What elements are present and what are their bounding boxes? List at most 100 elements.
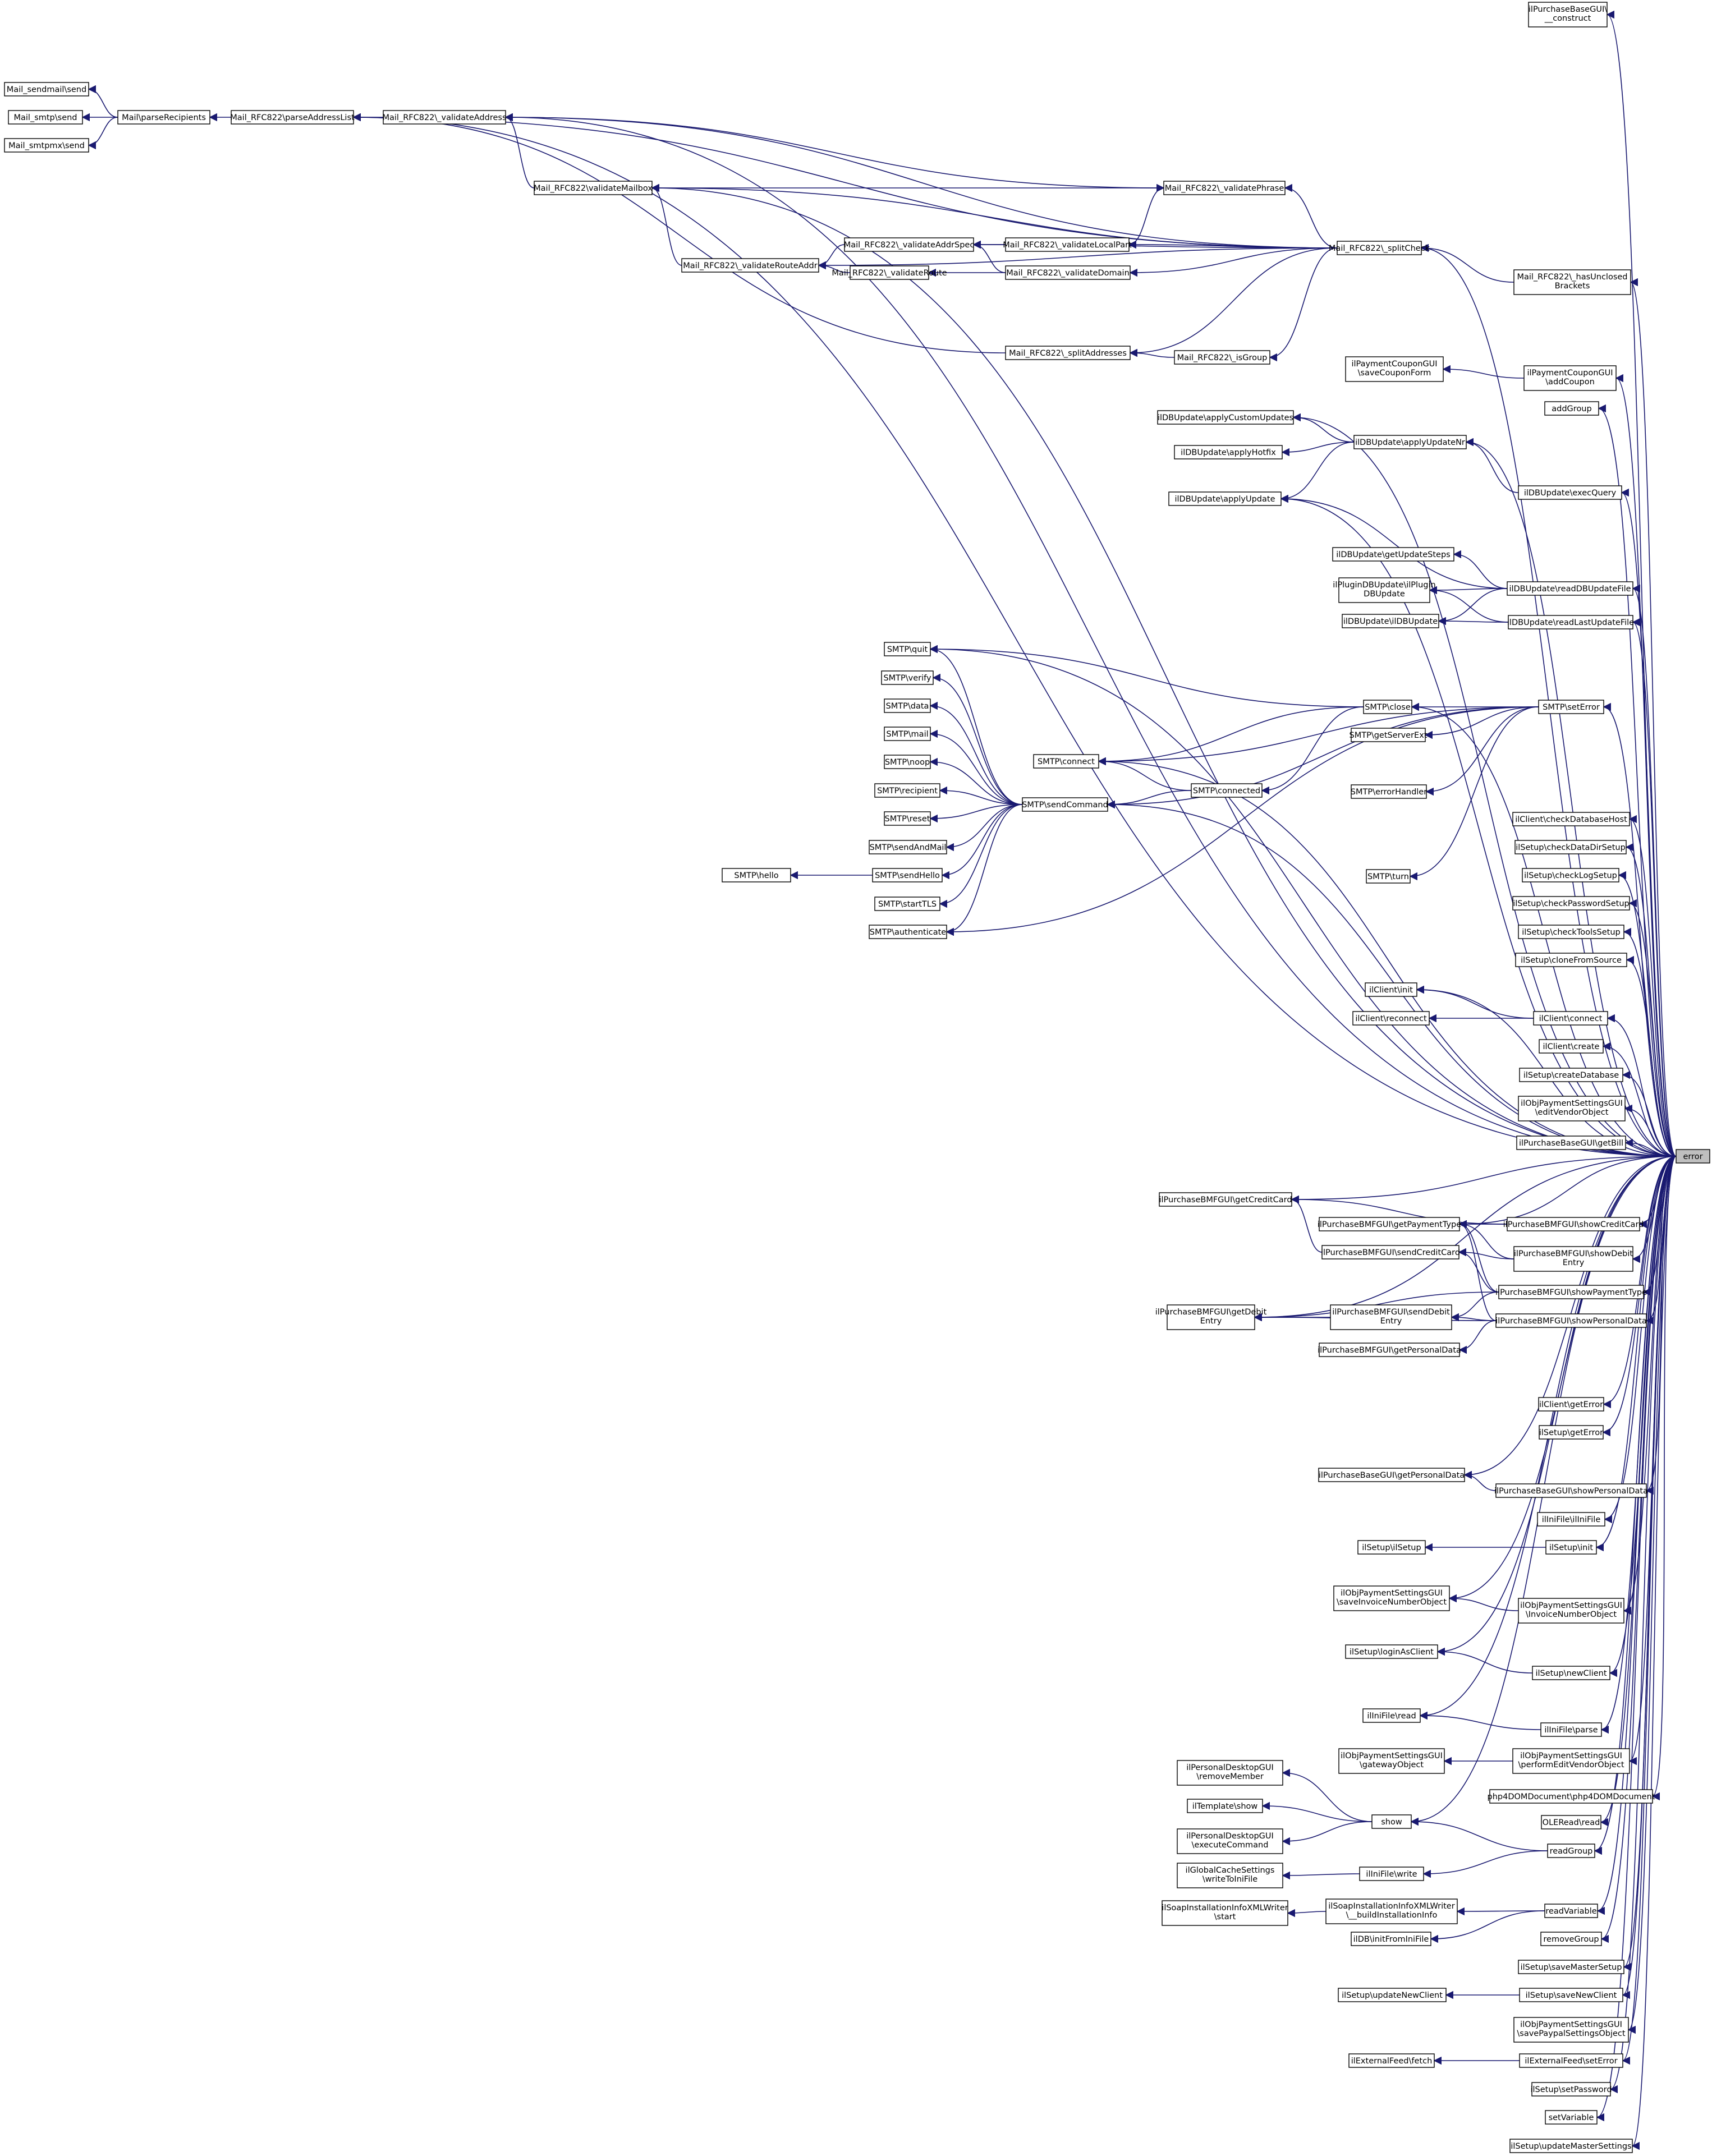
function-node[interactable]: ilClient\getError [1538, 1397, 1604, 1412]
function-node[interactable]: ilIniFile\parse [1540, 1722, 1602, 1737]
function-node[interactable]: SMTP\errorHandler [1351, 784, 1427, 799]
function-node[interactable]: Mail_smtpmx\send [4, 138, 89, 153]
function-node[interactable]: readGroup [1547, 1844, 1595, 1858]
function-node[interactable]: ilClient\connect [1533, 1011, 1608, 1026]
function-node[interactable]: SMTP\sendCommand [1022, 797, 1108, 812]
function-node[interactable]: ilIniFile\ilIniFile [1537, 1512, 1605, 1527]
function-node[interactable]: SMTP\data [884, 698, 931, 713]
function-node[interactable]: ilSetup\saveNewClient [1519, 1988, 1623, 2002]
function-node[interactable]: ilDBUpdate\readDBUpdateFile [1507, 581, 1633, 596]
function-node[interactable]: ilSetup\checkLogSetup [1522, 868, 1619, 882]
function-node[interactable]: Mail_RFC822\_splitCheck [1329, 241, 1430, 255]
function-node[interactable]: ilSetup\updateNewClient [1338, 1988, 1447, 2002]
function-node[interactable]: ilClient\create [1539, 1039, 1604, 1054]
function-node[interactable]: removeGroup [1540, 1932, 1602, 1946]
function-node[interactable]: ilSetup\saveMasterSetup [1518, 1960, 1624, 1974]
function-node[interactable]: ilPurchaseBMFGUI\getPersonalData [1318, 1343, 1461, 1357]
function-node[interactable]: ilSetup\ilSetup [1357, 1540, 1426, 1555]
function-node[interactable]: SMTP\startTLS [874, 897, 940, 911]
function-node[interactable]: Mail_RFC822\validateMailbox [534, 181, 653, 195]
function-node[interactable]: Mail_RFC822\parseAddressList [230, 110, 355, 125]
function-node[interactable]: php4DOMDocument\php4DOMDocument [1488, 1789, 1655, 1804]
function-node[interactable]: Mail_RFC822\_validateLocalPart [1003, 237, 1132, 252]
function-node[interactable]: SMTP\mail [884, 727, 931, 741]
function-node[interactable]: OLERead\read [1541, 1815, 1601, 1829]
function-node[interactable]: ilObjPaymentSettingsGUI\performEditVendo… [1512, 1748, 1630, 1774]
focus-node-error[interactable]: error [1676, 1149, 1710, 1164]
function-node[interactable]: SMTP\connected [1191, 783, 1263, 798]
function-node[interactable]: ilPersonalDesktopGUI\executeCommand [1177, 1828, 1283, 1854]
function-node[interactable]: Mail_sendmail\send [4, 82, 89, 96]
function-node[interactable]: ilIniFile\read [1362, 1708, 1421, 1723]
function-node[interactable]: ilGlobalCacheSettings\writeToIniFile [1177, 1863, 1283, 1888]
function-node[interactable]: Mail_RFC822\_isGroup [1174, 350, 1270, 365]
function-node[interactable]: ilClient\init [1365, 982, 1417, 997]
function-node[interactable]: ilObjPaymentSettingsGUI\InvoiceNumberObj… [1518, 1598, 1624, 1624]
function-node[interactable]: ilPaymentCouponGUI\saveCouponForm [1345, 356, 1444, 382]
function-node[interactable]: ilPurchaseBMFGUI\showCreditCard [1503, 1217, 1644, 1231]
function-node[interactable]: SMTP\reset [884, 811, 931, 826]
function-node[interactable]: ilClient\reconnect [1352, 1011, 1430, 1026]
function-node[interactable]: ilSetup\updateMasterSettings [1509, 2139, 1633, 2153]
function-node[interactable]: ilSetup\checkPasswordSetup [1512, 896, 1630, 911]
function-node[interactable]: SMTP\authenticate [869, 925, 947, 939]
function-node[interactable]: ilExternalFeed\setError [1519, 2053, 1623, 2068]
function-node[interactable]: ilDBUpdate\getUpdateSteps [1332, 547, 1454, 562]
function-node[interactable]: ilSoapInstallationInfoXMLWriter\start [1162, 1900, 1288, 1926]
function-node[interactable]: ilSetup\init [1545, 1540, 1597, 1555]
function-node[interactable]: SMTP\getServerExt [1350, 728, 1428, 742]
function-node[interactable]: addGroup [1544, 401, 1599, 416]
function-node[interactable]: Mail_smtp\send [8, 110, 83, 125]
function-node[interactable]: SMTP\close [1363, 700, 1412, 714]
function-node[interactable]: SMTP\setError [1538, 700, 1604, 714]
function-node[interactable]: Mail_RFC822\_validateAddress [382, 110, 507, 125]
function-node[interactable]: Mail_RFC822\_validateDomain [1005, 265, 1131, 280]
function-node[interactable]: ilSetup\createDatabase [1519, 1068, 1623, 1082]
function-node[interactable]: SMTP\hello [722, 868, 791, 882]
function-node[interactable]: ilSetup\checkDataDirSetup [1514, 840, 1627, 854]
function-node[interactable]: SMTP\noop [884, 755, 931, 769]
function-node[interactable]: ilSetup\setPassword [1530, 2082, 1612, 2097]
function-node[interactable]: ilPurchaseBMFGUI\getCreditCard [1159, 1192, 1292, 1207]
function-node[interactable]: SMTP\quit [884, 642, 931, 656]
function-node[interactable]: show [1371, 1814, 1412, 1829]
function-node[interactable]: ilSetup\getError [1539, 1425, 1604, 1440]
function-node[interactable]: ilObjPaymentSettingsGUI\editVendorObject [1518, 1096, 1626, 1121]
function-node[interactable]: ilSoapInstallationInfoXMLWriter\__buildI… [1325, 1898, 1458, 1924]
function-node[interactable]: Mail_RFC822\_validateRouteAddr [681, 258, 819, 273]
function-node[interactable]: ilPersonalDesktopGUI\removeMember [1177, 1760, 1283, 1786]
function-node[interactable]: ilDBUpdate\applyCustomUpdates [1157, 410, 1294, 425]
function-node[interactable]: ilDBUpdate\applyHotfix [1174, 445, 1283, 459]
function-node[interactable]: ilSetup\loginAsClient [1345, 1644, 1438, 1659]
function-node[interactable]: ilClient\checkDatabaseHost [1512, 812, 1630, 826]
function-node[interactable]: setVariable [1545, 2110, 1598, 2125]
function-node[interactable]: ilIniFile\write [1359, 1867, 1424, 1881]
function-node[interactable]: SMTP\recipient [874, 783, 940, 798]
function-node[interactable]: ilSetup\newClient [1532, 1666, 1610, 1680]
function-node[interactable]: SMTP\sendHello [872, 868, 943, 882]
function-node[interactable]: Mail_RFC822\_validatePhrase [1163, 181, 1286, 195]
function-node[interactable]: ilTemplate\show [1187, 1799, 1263, 1813]
function-node[interactable]: ilDBUpdate\applyUpdate [1168, 491, 1282, 506]
function-node[interactable]: ilPurchaseBMFGUI\getPaymentType [1318, 1217, 1461, 1231]
function-node[interactable]: ilSetup\checkToolsSetup [1518, 925, 1624, 939]
function-node[interactable]: ilPaymentCouponGUI\addCoupon [1523, 365, 1617, 391]
function-node[interactable]: SMTP\sendAndMail [869, 840, 947, 854]
function-node[interactable]: ilPurchaseBaseGUI\getBill [1516, 1136, 1626, 1150]
function-node[interactable]: ilPurchaseBMFGUI\sendCreditCard [1321, 1245, 1460, 1259]
function-node[interactable]: ilExternalFeed\fetch [1348, 2053, 1435, 2068]
function-node[interactable]: ilDBUpdate\ilDBUpdate [1342, 614, 1439, 628]
function-node[interactable]: Mail_RFC822\_validateAddrSpec [844, 237, 975, 252]
function-node[interactable]: Mail\parseRecipients [117, 110, 210, 125]
function-node[interactable]: ilPurchaseBMFGUI\showPersonalData [1495, 1313, 1647, 1328]
function-node[interactable]: ilPurchaseBMFGUI\showPaymentType [1495, 1285, 1647, 1299]
function-node[interactable]: ilSetup\cloneFromSource [1515, 953, 1627, 967]
function-node[interactable]: readVariable [1544, 1904, 1598, 1918]
function-node[interactable]: ilObjPaymentSettingsGUI\savePaypalSettin… [1513, 2017, 1629, 2043]
function-node[interactable]: ilDBUpdate\execQuery [1518, 485, 1622, 500]
